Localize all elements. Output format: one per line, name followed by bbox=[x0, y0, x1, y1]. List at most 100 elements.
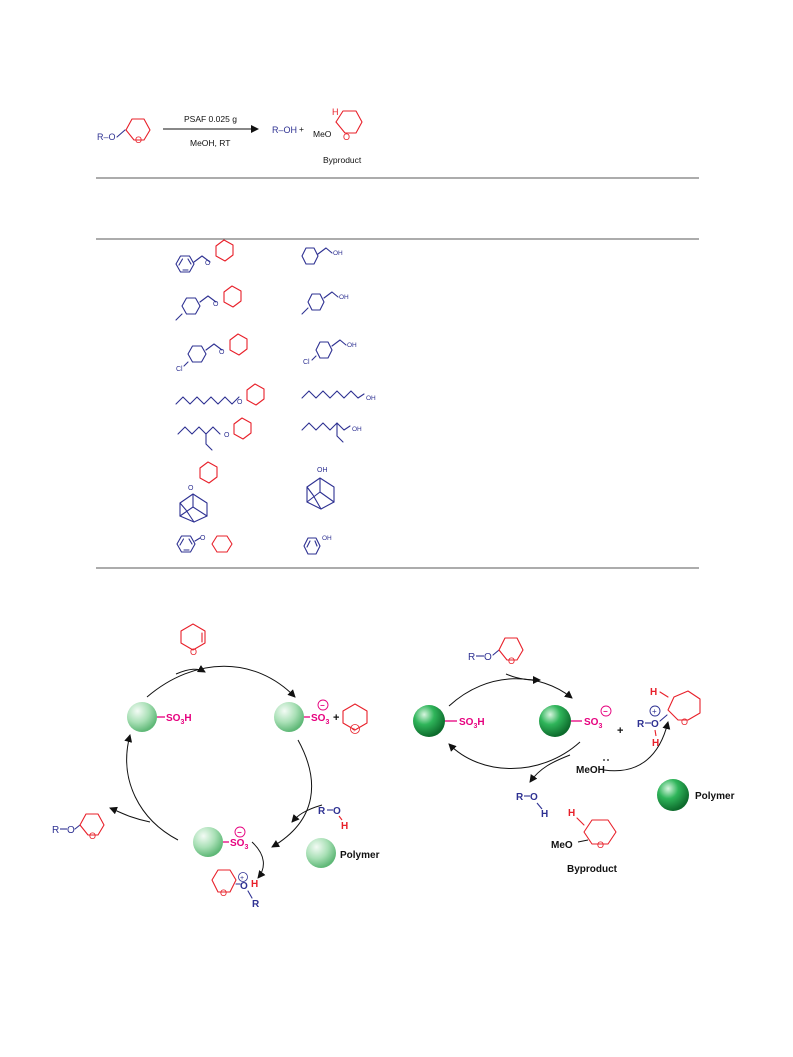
table-row: O OH bbox=[175, 383, 376, 406]
svg-text:+: + bbox=[333, 712, 339, 724]
table-row: O OH bbox=[175, 239, 343, 273]
svg-text:MeO: MeO bbox=[313, 129, 332, 139]
svg-text:O: O bbox=[89, 831, 96, 841]
svg-text:H: H bbox=[541, 809, 548, 820]
svg-text:O: O bbox=[681, 717, 688, 727]
svg-text:O: O bbox=[135, 135, 142, 145]
dihydropyran: O bbox=[180, 623, 206, 657]
polymer-legend-bead bbox=[657, 779, 689, 811]
svg-text:R: R bbox=[252, 899, 260, 910]
svg-text:OH: OH bbox=[347, 342, 357, 349]
svg-text:O: O bbox=[343, 132, 350, 142]
svg-text:R: R bbox=[516, 792, 524, 803]
svg-text:+: + bbox=[652, 707, 657, 716]
cycle-arc-top bbox=[448, 678, 573, 707]
byproduct-structure: H MeO O bbox=[313, 107, 363, 142]
svg-text:−: − bbox=[237, 828, 242, 837]
svg-text:O: O bbox=[219, 349, 225, 356]
polymer-bead bbox=[127, 702, 157, 732]
so3-anion-label: SO3 bbox=[311, 713, 329, 726]
svg-text:H: H bbox=[341, 821, 348, 832]
reaction-scheme: R–O O PSAF 0.025 g MeOH, RT R–OH + H MeO… bbox=[97, 107, 363, 165]
conditions-text: MeOH, RT bbox=[190, 138, 230, 148]
thp-ether-reactant: R O O bbox=[468, 637, 524, 666]
svg-text:+: + bbox=[617, 725, 623, 737]
cycle-arc-left bbox=[124, 734, 179, 841]
svg-text:O: O bbox=[205, 260, 211, 267]
attack-arrow bbox=[251, 841, 266, 879]
mechanism-right: R O O SO3H SO3 − + R O + bbox=[413, 637, 735, 875]
table-row: O OH bbox=[175, 285, 349, 321]
polymer-legend-label: Polymer bbox=[340, 850, 380, 861]
so3h-label: SO3H bbox=[459, 717, 485, 730]
svg-text:O: O bbox=[597, 840, 604, 850]
adamantane-right bbox=[306, 477, 335, 510]
svg-text:H: H bbox=[251, 879, 258, 890]
alcohol-release-arrow bbox=[529, 754, 571, 783]
table-row: Cl O Cl OH bbox=[176, 333, 357, 373]
svg-text:OH: OH bbox=[333, 250, 343, 257]
so3-anion-label: SO3 bbox=[584, 717, 602, 730]
mechanism-left: O SO3H SO3 − + + R O H R O bbox=[52, 623, 380, 910]
table-row: O OH bbox=[179, 461, 335, 523]
svg-text:R: R bbox=[52, 825, 59, 836]
svg-text:O: O bbox=[237, 399, 243, 406]
table-row: O OH bbox=[177, 417, 362, 451]
svg-text:+: + bbox=[352, 727, 356, 734]
svg-text:R: R bbox=[637, 719, 645, 730]
svg-text:OH: OH bbox=[339, 294, 349, 301]
protonated-thp-ether: O O + H R bbox=[211, 869, 260, 910]
alcohol-product: R O H bbox=[516, 792, 548, 820]
reactant-label: R–O bbox=[97, 132, 116, 142]
polymer-bead bbox=[539, 705, 571, 737]
svg-text:MeO: MeO bbox=[551, 840, 573, 851]
thp-ring-reactant: O bbox=[125, 118, 151, 145]
table-row: O OH bbox=[176, 535, 332, 555]
polymer-legend-label: Polymer bbox=[695, 791, 735, 802]
alcohol-r-oh: R O H bbox=[318, 806, 348, 832]
reactant-entry-arrow bbox=[505, 673, 541, 684]
byproduct-label: Byproduct bbox=[323, 155, 362, 165]
svg-text:O: O bbox=[188, 485, 194, 492]
byproduct-structure: H MeO O bbox=[551, 808, 617, 851]
svg-text:O: O bbox=[240, 881, 248, 892]
thp-ether-exit-arrow bbox=[109, 806, 151, 823]
polymer-bead bbox=[274, 702, 304, 732]
polymer-bead bbox=[413, 705, 445, 737]
cycle-arc-top bbox=[146, 665, 296, 698]
svg-text:O: O bbox=[200, 535, 206, 542]
dhp-entry-arrow bbox=[175, 665, 206, 675]
svg-text:O: O bbox=[67, 825, 75, 836]
svg-text:Cl: Cl bbox=[303, 359, 310, 366]
svg-text:+: + bbox=[240, 875, 244, 882]
svg-text:O: O bbox=[190, 647, 197, 657]
svg-text:O: O bbox=[224, 432, 230, 439]
svg-text:H: H bbox=[652, 738, 659, 749]
byproduct-label: Byproduct bbox=[567, 864, 618, 875]
polymer-legend-bead bbox=[306, 838, 336, 868]
svg-text:−: − bbox=[603, 707, 608, 716]
svg-text:OH: OH bbox=[352, 426, 362, 433]
svg-text:O: O bbox=[484, 652, 492, 663]
svg-text:O: O bbox=[213, 301, 219, 308]
svg-text:H: H bbox=[650, 687, 657, 698]
oxocarbenium-ion: + bbox=[342, 703, 368, 734]
svg-text:R: R bbox=[468, 652, 475, 663]
polymer-bead bbox=[193, 827, 223, 857]
adamantane-left bbox=[179, 493, 208, 523]
svg-text:O: O bbox=[508, 656, 515, 666]
svg-text:O: O bbox=[530, 792, 538, 803]
product-label: R–OH bbox=[272, 125, 297, 135]
svg-text:R: R bbox=[318, 806, 326, 817]
methanol-attack-arrow bbox=[603, 721, 671, 772]
svg-text:O: O bbox=[333, 806, 341, 817]
svg-text:OH: OH bbox=[366, 395, 376, 402]
thp-ether-product: R O O bbox=[52, 813, 105, 841]
protonated-thp-ether: R O + H H O bbox=[637, 687, 701, 749]
svg-text:−: − bbox=[320, 701, 325, 710]
plus-sign: + bbox=[299, 124, 304, 134]
so3-anion-label: SO3 bbox=[230, 838, 248, 851]
table-structures: O OH O OH Cl O bbox=[175, 239, 376, 555]
cycle-arc-bottom bbox=[448, 741, 581, 769]
